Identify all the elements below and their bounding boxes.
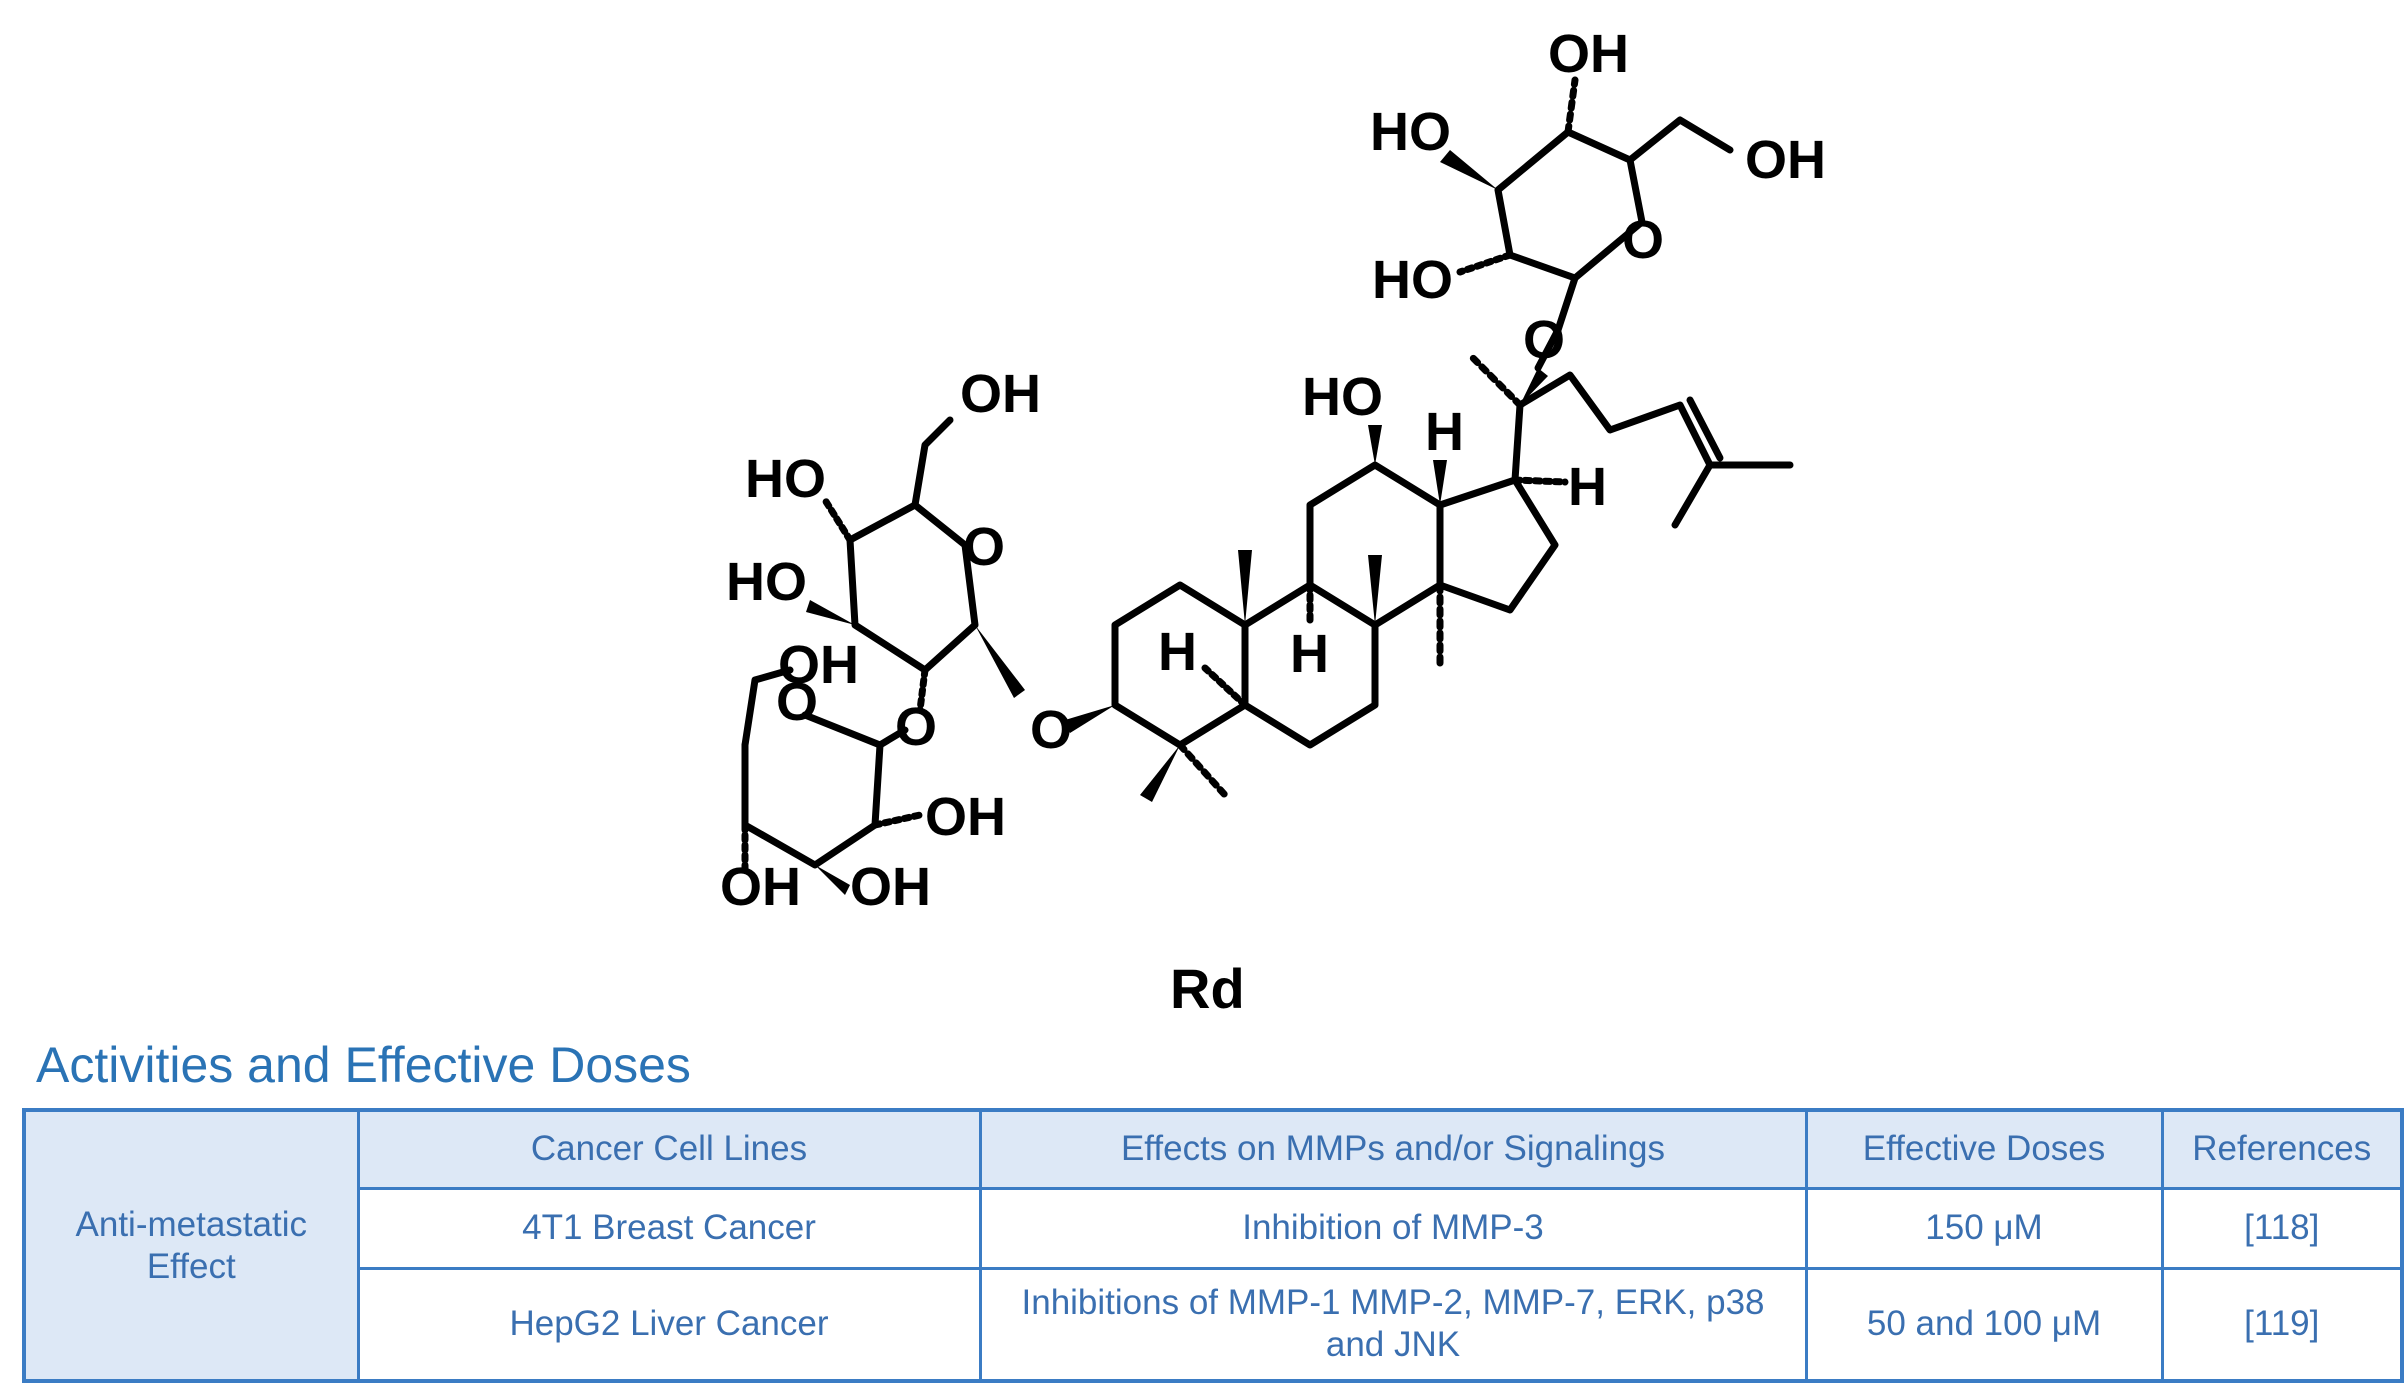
atom-ho-top-left: HO xyxy=(1370,102,1451,162)
atom-o-c3: O xyxy=(1030,700,1072,760)
section-title: Activities and Effective Doses xyxy=(36,1037,691,1093)
atom-ho-c12: HO xyxy=(1302,367,1383,427)
atom-h-c5: H xyxy=(1158,622,1197,682)
atom-oh-top-right: OH xyxy=(1745,130,1826,190)
row-header-anti-metastatic: Anti-metastatic Effect xyxy=(22,1108,360,1383)
atom-oh-top: OH xyxy=(1548,24,1629,84)
atom-oh-g2-c3: OH xyxy=(925,787,1006,847)
rd-chemical-structure: OH HO OH HO O O xyxy=(720,24,1826,1020)
top-glucose-ring xyxy=(1440,76,1734,372)
atom-o-ring-top: O xyxy=(1622,210,1664,270)
glucose-2-ring xyxy=(741,666,924,895)
cell-dose: 150 μM xyxy=(1804,1186,2164,1270)
header-references: References xyxy=(2160,1108,2404,1190)
atom-oh-g2-c4: OH xyxy=(850,857,931,917)
cell-line: HepG2 Liver Cancer xyxy=(356,1266,982,1383)
steroid-core xyxy=(1065,351,1794,802)
atom-h-c13: H xyxy=(1425,402,1464,462)
atom-o-g1-g2: O xyxy=(895,697,937,757)
compound-name: Rd xyxy=(1170,957,1245,1020)
table-row: HepG2 Liver Cancer Inhibitions of MMP-1 … xyxy=(24,1266,2404,1383)
header-cancer-cell-lines: Cancer Cell Lines xyxy=(356,1108,982,1190)
atom-h-c9: H xyxy=(1290,624,1329,684)
atom-g1-oh-top: OH xyxy=(960,364,1041,424)
cell-dose: 50 and 100 μM xyxy=(1804,1266,2164,1383)
header-effective-doses: Effective Doses xyxy=(1804,1108,2164,1190)
cell-effect: Inhibitions of MMP-1 MMP-2, MMP-7, ERK, … xyxy=(978,1266,1808,1383)
atom-ho-g1-c3: HO xyxy=(726,552,807,612)
atom-o-link-top: O xyxy=(1523,310,1565,370)
table-row: 4T1 Breast Cancer Inhibition of MMP-3 15… xyxy=(24,1186,2404,1270)
cell-line: 4T1 Breast Cancer xyxy=(356,1186,982,1270)
cell-effect: Inhibition of MMP-3 xyxy=(978,1186,1808,1270)
activities-table: Anti-metastatic Effect Cancer Cell Lines… xyxy=(22,1108,2404,1383)
atom-oh-g2-c2: OH xyxy=(720,857,801,917)
atom-ho-g1-c4: HO xyxy=(745,449,826,509)
table-header-row: Anti-metastatic Effect Cancer Cell Lines… xyxy=(22,1108,2404,1383)
glucose-1-ring xyxy=(806,416,1025,714)
atom-ho-mid-left: HO xyxy=(1372,250,1453,310)
cell-reference: [119] xyxy=(2160,1266,2404,1383)
atom-h-c17: H xyxy=(1568,457,1607,517)
header-effects: Effects on MMPs and/or Signalings xyxy=(978,1108,1808,1190)
atom-o-g2-ring: O xyxy=(776,672,818,732)
atom-o-g1-ring: O xyxy=(963,517,1005,577)
atom-oh-g2-ch2: OH xyxy=(778,635,859,695)
cell-reference: [118] xyxy=(2160,1186,2404,1270)
